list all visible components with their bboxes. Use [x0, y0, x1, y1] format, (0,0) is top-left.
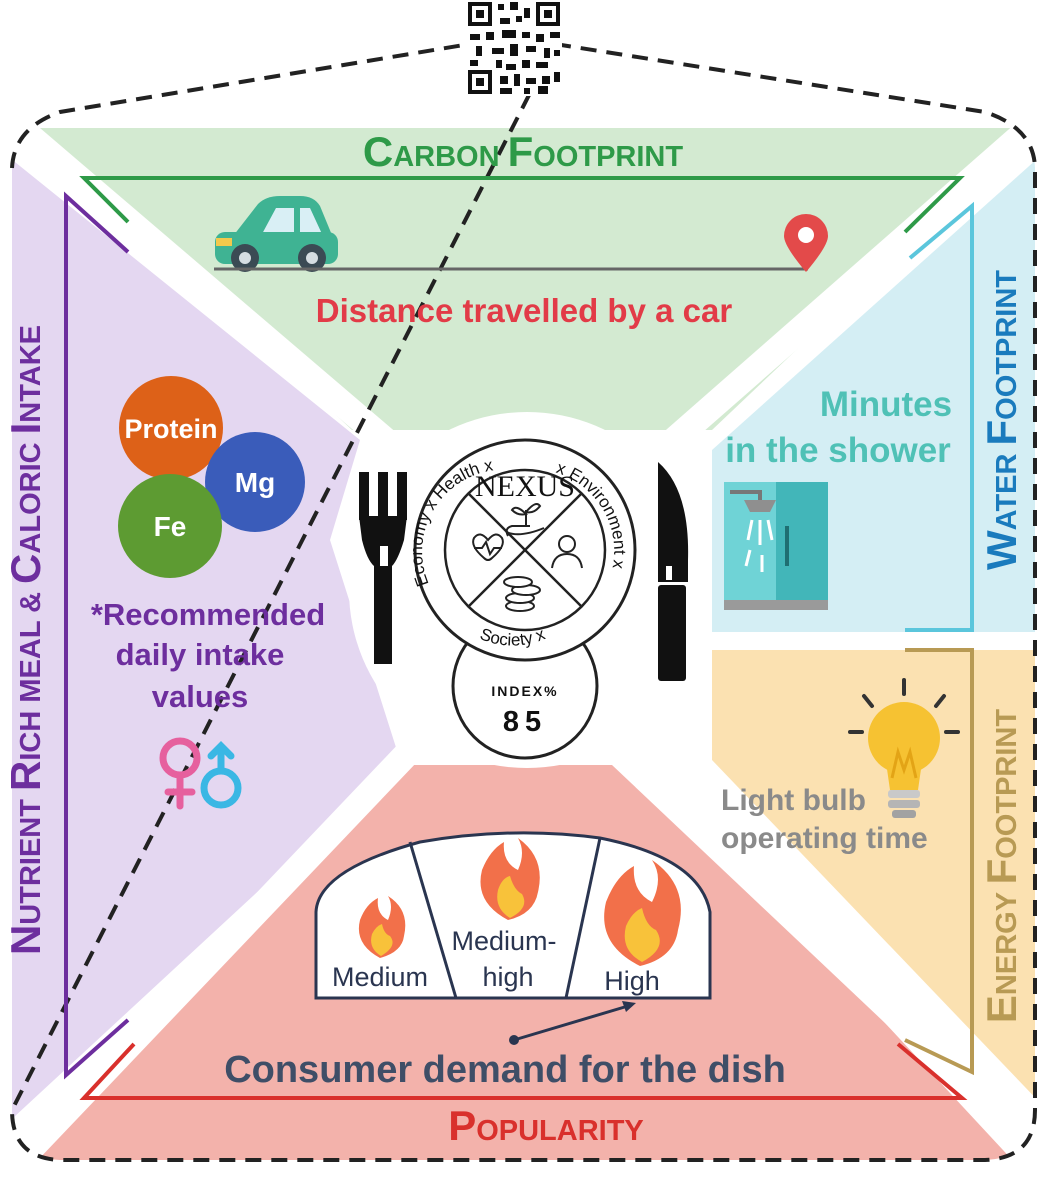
level-high-label: High — [604, 966, 660, 996]
level-medium-high-label-line1: Medium- — [451, 926, 556, 956]
water-footprint-title: WATER FOOTPRINT — [978, 270, 1025, 570]
magnesium-circle — [205, 432, 305, 532]
gauge-pointer-pivot — [509, 1035, 519, 1045]
energy-bracket — [904, 648, 974, 1076]
demand-gauge: Medium Medium- high High — [314, 831, 712, 1045]
flame-medium-high-icon — [480, 838, 540, 920]
iron-circle — [118, 474, 222, 578]
energy-description-line1: Light bulb — [721, 784, 866, 817]
location-pin-icon — [784, 214, 828, 272]
gauge-pointer-head — [622, 1001, 636, 1012]
carbon-description: Distance travelled by a car — [316, 292, 733, 329]
carbon-footprint-title: CARBON FOOTPRINT — [363, 128, 684, 175]
level-medium-label: Medium — [332, 962, 428, 992]
protein-circle — [119, 376, 223, 480]
level-medium-high-label-line2: high — [482, 962, 533, 992]
index-label: INDEX% — [491, 683, 558, 699]
plant-hand-icon — [505, 503, 545, 537]
nutrient-note-line1: *Recommended — [91, 597, 325, 632]
energy-footprint-title: ENERGY FOOTPRINT — [978, 709, 1025, 1023]
gauge-pointer — [513, 1004, 629, 1042]
flame-medium-icon — [358, 896, 406, 958]
water-description-line2: in the shower — [725, 431, 951, 470]
water-description-line1: Minutes — [820, 385, 952, 424]
flame-high-icon — [604, 860, 681, 966]
carbon-bracket — [79, 176, 965, 234]
knife-icon — [658, 462, 689, 681]
car-icon — [215, 196, 338, 272]
nexus-title: NEXUS — [475, 470, 575, 503]
nexus-logo: INDEX% 85 NEXUS Economy x Health x x Env… — [407, 438, 637, 760]
nutrient-bracket — [64, 191, 130, 1080]
fork-icon — [359, 472, 407, 664]
nutrient-note-line2: daily intake — [116, 637, 285, 672]
popularity-description: Consumer demand for the dish — [224, 1049, 786, 1091]
energy-description-line2: operating time — [721, 822, 928, 855]
protein-label: Protein — [124, 414, 217, 444]
shower-icon — [724, 482, 828, 610]
popularity-bracket — [79, 1042, 968, 1100]
heart-pulse-icon — [472, 533, 504, 561]
gender-symbols-icon — [159, 737, 242, 810]
energy-quadrant — [712, 650, 1035, 1110]
coins-icon — [503, 576, 541, 612]
popularity-title: POPULARITY — [448, 1102, 644, 1149]
magnesium-label: Mg — [235, 467, 275, 498]
light-bulb-icon — [848, 678, 960, 818]
water-bracket — [905, 201, 974, 632]
nutrient-title: NUTRIENT RICH MEAL & CALORIC INTAKE — [2, 325, 49, 955]
qr-code-icon — [466, 0, 562, 96]
person-icon — [551, 535, 583, 569]
index-value: 85 — [503, 706, 547, 738]
house-outline — [9, 41, 1037, 1162]
nutrient-quadrant — [12, 150, 400, 1130]
quadrant-separators — [10, 118, 1040, 1169]
iron-label: Fe — [154, 511, 187, 542]
nutrient-note-line3: values — [152, 679, 249, 714]
